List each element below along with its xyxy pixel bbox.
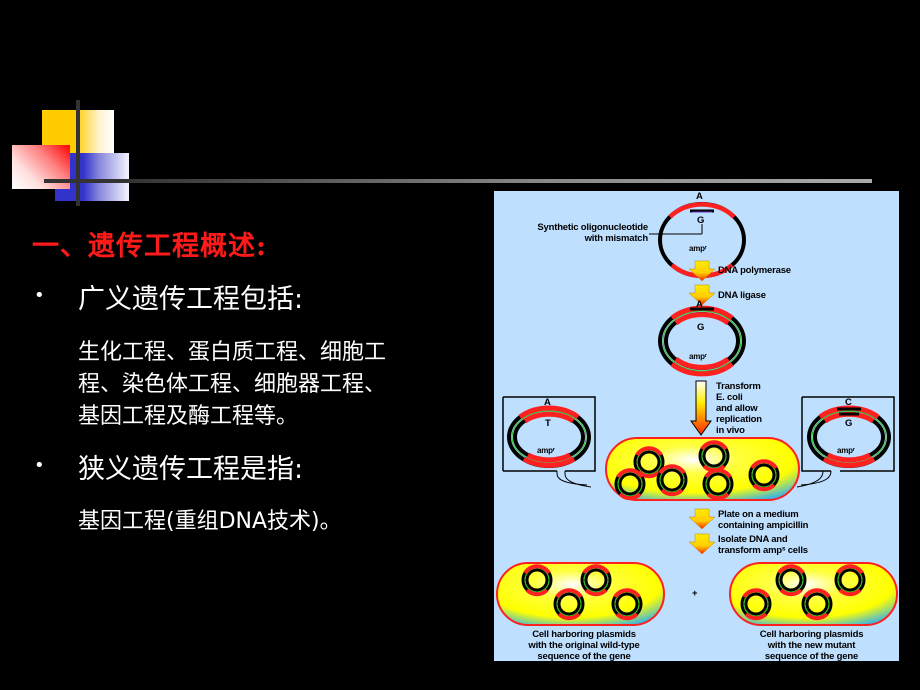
transform-line: in vivo xyxy=(716,425,745,436)
diagram-graphics xyxy=(496,202,898,626)
label-base-g-mid: G xyxy=(697,322,705,333)
label-plus: + xyxy=(692,588,698,599)
slide-title: 一、遗传工程概述: xyxy=(32,231,267,262)
caption-line: sequence of the gene xyxy=(537,651,631,662)
label-transform-step: Transform E. coli and allow replication … xyxy=(716,381,762,436)
horizontal-rule-decoration xyxy=(44,179,872,183)
wild-type-cell xyxy=(496,562,665,626)
caption-line: with the original wild-type xyxy=(528,640,640,651)
transform-line: and allow xyxy=(716,403,758,414)
body-line: 基因工程及酶工程等。 xyxy=(78,404,299,429)
isolate-line: transform ampˢ cells xyxy=(718,545,808,556)
caption-mutant: Cell harboring plasmids with the new mut… xyxy=(724,629,899,662)
arrow-plate xyxy=(688,508,716,530)
caption-line: sequence of the gene xyxy=(764,651,859,662)
caption-line: Cell harboring plasmids xyxy=(759,629,864,640)
inset-mutant-plasmid xyxy=(796,396,895,488)
slide-decoration xyxy=(0,0,920,210)
body-line: 程、染色体工程、细胞器工程、 xyxy=(78,372,387,397)
bullet-heading-broad: 广义遗传工程包括: xyxy=(78,284,304,315)
caption-line: Cell harboring plasmids xyxy=(532,629,636,640)
label-ampr-left: ampʳ xyxy=(537,446,555,455)
oligo-line: Synthetic oligonucleotide xyxy=(537,222,648,233)
mutagenesis-diagram: A G ampʳ Synthetic oligonucleotide with … xyxy=(494,191,899,662)
arrow-transform xyxy=(690,380,712,436)
transformed-cell xyxy=(605,437,800,501)
body-line: 基因工程(重组DNA技术)。 xyxy=(78,509,342,534)
transform-line: E. coli xyxy=(716,392,743,403)
caption-wild-type: Cell harboring plasmids with the origina… xyxy=(494,629,674,662)
label-base-g-right: G xyxy=(845,418,853,429)
transform-line: Transform xyxy=(716,381,761,392)
bullet-body-broad: 生化工程、蛋白质工程、细胞工 程、染色体工程、细胞器工程、 基因工程及酶工程等。 xyxy=(78,337,458,433)
label-ampr-mid: ampʳ xyxy=(689,352,707,361)
label-dna-polymerase: DNA polymerase xyxy=(718,265,791,276)
label-base-g-top: G xyxy=(697,215,705,226)
label-plate-step: Plate on a medium containing ampicillin xyxy=(718,509,808,531)
transform-line: replication xyxy=(716,414,762,425)
inset-wild-type-plasmid xyxy=(502,396,596,488)
body-line: 生化工程、蛋白质工程、细胞工 xyxy=(78,340,387,365)
label-dna-ligase: DNA ligase xyxy=(718,290,766,301)
bullet-marker: • xyxy=(34,285,45,306)
arrow-isolate xyxy=(688,533,716,555)
label-base-c-right: C xyxy=(845,397,852,408)
caption-line: with the new mutant xyxy=(767,640,856,651)
mutant-cell xyxy=(729,562,898,626)
bullet-body-narrow: 基因工程(重组DNA技术)。 xyxy=(78,506,458,538)
label-base-a-mid: A xyxy=(696,299,703,310)
plate-line: Plate on a medium xyxy=(718,509,799,520)
label-base-a-left: A xyxy=(544,397,551,408)
vertical-line-decoration xyxy=(76,100,80,206)
label-ampr-top: ampʳ xyxy=(689,244,707,253)
bullet-heading-narrow: 狭义遗传工程是指: xyxy=(78,454,304,485)
arrow-polymerase xyxy=(688,260,716,282)
bullet-marker: • xyxy=(34,455,45,476)
label-base-a-top: A xyxy=(696,191,703,202)
arrow-ligase xyxy=(688,284,716,306)
label-ampr-right: ampʳ xyxy=(837,446,855,455)
label-oligonucleotide: Synthetic oligonucleotide with mismatch xyxy=(508,222,648,244)
plasmid-double-strand xyxy=(658,305,746,377)
label-base-t-left: T xyxy=(545,418,551,429)
plate-line: containing ampicillin xyxy=(718,520,809,531)
oligo-line: with mismatch xyxy=(584,233,649,244)
label-isolate-step: Isolate DNA and transform ampˢ cells xyxy=(718,534,808,556)
isolate-line: Isolate DNA and xyxy=(718,534,788,545)
